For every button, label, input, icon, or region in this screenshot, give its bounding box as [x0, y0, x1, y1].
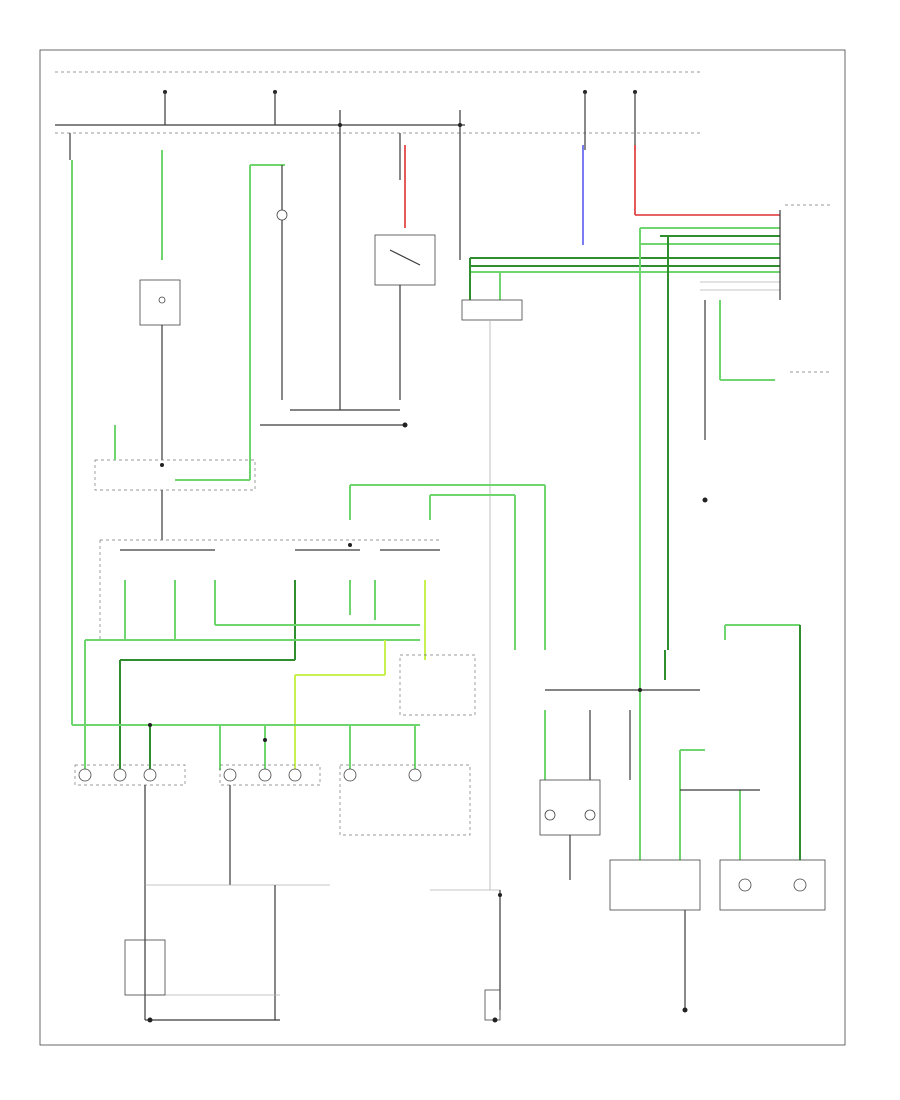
diagram-frame [39, 49, 846, 1046]
center-components [260, 165, 408, 428]
wire-green-mesh [84, 624, 420, 770]
left-rear-lamps [74, 764, 186, 786]
sensor-switch-center [461, 299, 523, 321]
wire-green-junction [349, 484, 546, 650]
lower-ground-wires [124, 785, 330, 1023]
ground-point-lower-right [682, 1007, 688, 1013]
lower-center-components [430, 689, 700, 1023]
ground-point-right [702, 497, 708, 503]
right-rear-lamps [219, 764, 321, 786]
license-lamps [339, 764, 471, 836]
relay-center [374, 234, 436, 286]
bottom-right-lamps [609, 624, 826, 1013]
junction-terminals [124, 580, 426, 660]
fuse-group [163, 90, 637, 94]
junction-block [99, 539, 440, 640]
ground-point-lower-left [147, 1017, 153, 1023]
connector-nodes [148, 123, 642, 897]
ground-point-lower-center [492, 1017, 498, 1023]
ground-point-center [402, 422, 408, 428]
right-connector-bundle [470, 204, 830, 300]
wire-green-loop [175, 164, 285, 481]
right-vertical-feeds [639, 228, 830, 650]
junction-connector-middle [94, 459, 256, 491]
trailer-connector [399, 654, 476, 716]
top-feeds [69, 92, 636, 410]
switch-module-left [139, 279, 181, 326]
top-bus [55, 71, 700, 134]
